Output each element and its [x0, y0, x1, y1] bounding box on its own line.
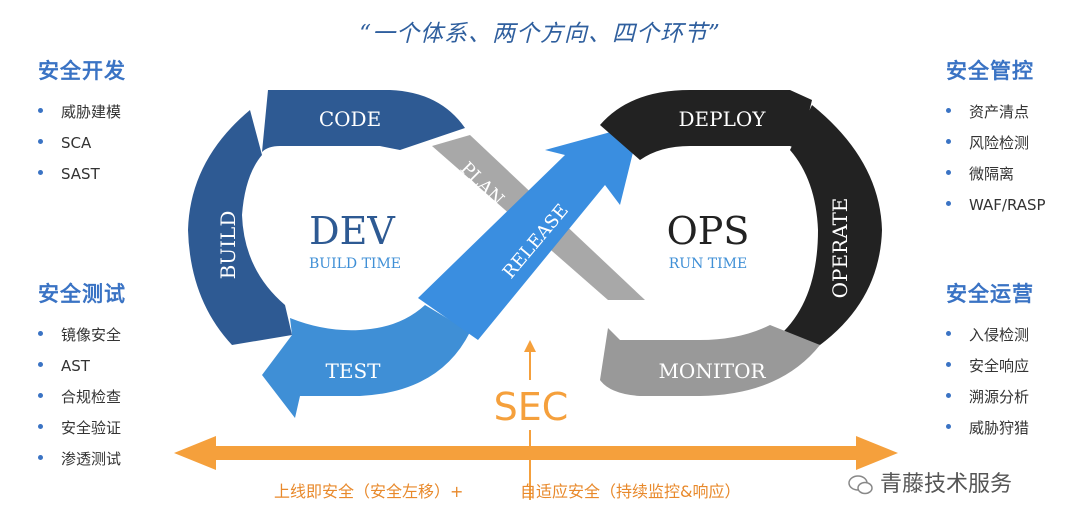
list-item: WAF/RASP [946, 190, 1046, 221]
release-segment [418, 124, 640, 340]
bullet-icon [946, 201, 951, 206]
code-segment [262, 90, 465, 152]
operate-label: OPERATE [828, 198, 852, 299]
bottom-arrow-right-icon [856, 436, 898, 470]
bullet-icon [38, 170, 43, 175]
list-item: 威胁狩猎 [946, 413, 1034, 444]
build-segment [188, 110, 292, 345]
sec-up-arrowhead-icon [524, 340, 536, 352]
bullet-icon [38, 108, 43, 113]
bullet-icon [38, 331, 43, 336]
operate-segment [780, 105, 882, 345]
security-testing-heading: 安全测试 [38, 282, 126, 306]
deploy-label: DEPLOY [679, 107, 767, 131]
security-operations-list: 入侵检测 安全响应 溯源分析 威胁狩猎 [946, 320, 1034, 444]
list-item: 威胁建模 [38, 97, 126, 128]
list-item: 合规检查 [38, 382, 126, 413]
secure-development-panel: 安全开发 威胁建模 SCA SAST [38, 55, 126, 190]
test-segment [262, 305, 470, 418]
security-testing-list: 镜像安全 AST 合规检查 安全验证 渗透测试 [38, 320, 126, 475]
list-item: SAST [38, 159, 126, 190]
bullet-icon [946, 393, 951, 398]
wechat-icon [848, 474, 874, 496]
list-item: 溯源分析 [946, 382, 1034, 413]
list-item: 安全响应 [946, 351, 1034, 382]
list-item: AST [38, 351, 126, 382]
security-control-list: 资产清点 风险检测 微隔离 WAF/RASP [946, 97, 1046, 221]
deploy-segment [600, 90, 812, 160]
list-item: 资产清点 [946, 97, 1046, 128]
security-control-panel: 安全管控 资产清点 风险检测 微隔离 WAF/RASP [946, 55, 1046, 221]
page-title: “一个体系、两个方向、四个环节” [359, 21, 721, 47]
run-time-label: RUN TIME [669, 256, 747, 272]
build-time-label: BUILD TIME [309, 256, 401, 272]
bullet-icon [38, 393, 43, 398]
list-item: 镜像安全 [38, 320, 126, 351]
list-item: 风险检测 [946, 128, 1046, 159]
bottom-arrow-bar [210, 446, 870, 460]
sec-label: SEC [494, 385, 569, 429]
shift-left-caption: 上线即安全（安全左移）+ [274, 482, 464, 501]
list-item: SCA [38, 128, 126, 159]
security-operations-heading: 安全运营 [946, 282, 1034, 306]
list-item: 微隔离 [946, 159, 1046, 190]
bullet-icon [946, 170, 951, 175]
secure-development-heading: 安全开发 [38, 59, 126, 83]
dev-label: DEV [309, 209, 395, 253]
secure-development-list: 威胁建模 SCA SAST [38, 97, 126, 190]
bullet-icon [946, 362, 951, 367]
security-control-heading: 安全管控 [946, 59, 1034, 83]
watermark: 青藤技术服务 [848, 466, 1012, 498]
list-item: 安全验证 [38, 413, 126, 444]
test-label: TEST [326, 359, 382, 383]
ops-label: OPS [667, 209, 750, 253]
monitor-label: MONITOR [658, 359, 766, 383]
monitor-segment [600, 325, 820, 396]
bullet-icon [38, 139, 43, 144]
bullet-icon [946, 331, 951, 336]
bullet-icon [946, 139, 951, 144]
adaptive-security-caption: 自适应安全（持续监控&响应） [520, 482, 741, 501]
build-label: BUILD [216, 211, 240, 280]
bullet-icon [946, 424, 951, 429]
code-label: CODE [319, 107, 381, 131]
bottom-arrow-left-icon [174, 436, 216, 470]
bullet-icon [38, 362, 43, 367]
security-testing-panel: 安全测试 镜像安全 AST 合规检查 安全验证 渗透测试 [38, 278, 126, 475]
bullet-icon [38, 424, 43, 429]
security-operations-panel: 安全运营 入侵检测 安全响应 溯源分析 威胁狩猎 [946, 278, 1034, 444]
list-item: 入侵检测 [946, 320, 1034, 351]
bullet-icon [946, 108, 951, 113]
watermark-text: 青藤技术服务 [880, 472, 1013, 497]
list-item: 渗透测试 [38, 444, 126, 475]
bullet-icon [38, 455, 43, 460]
